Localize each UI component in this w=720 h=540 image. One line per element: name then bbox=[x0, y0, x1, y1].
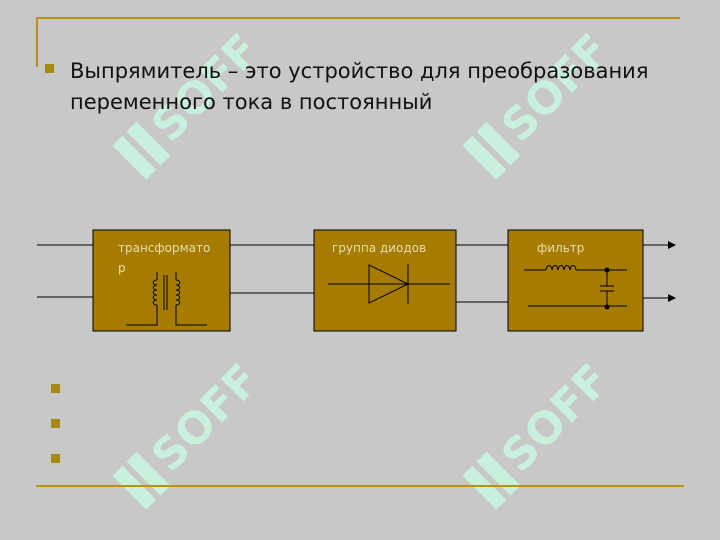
filter-node-bottom bbox=[604, 304, 610, 310]
bullet-empty-1 bbox=[51, 384, 60, 393]
output-arrow-top bbox=[668, 241, 676, 249]
main-text: Выпрямитель – это устройство для преобра… bbox=[70, 59, 649, 114]
watermark-logo-bar bbox=[476, 121, 521, 166]
watermark-logo-bar bbox=[126, 121, 171, 166]
diodes-block bbox=[313, 229, 457, 332]
frame-left-line bbox=[36, 17, 38, 67]
watermark-logo-bar bbox=[126, 451, 171, 496]
filter-label: фильтр bbox=[537, 241, 584, 255]
bullet-empty-3 bbox=[51, 454, 60, 463]
watermark-logo-bar bbox=[476, 451, 521, 496]
transformer-symbol bbox=[126, 272, 207, 326]
filter-block bbox=[507, 229, 644, 332]
watermark-logo-bar bbox=[112, 465, 157, 510]
output-arrow-bottom bbox=[668, 294, 676, 302]
watermark-logo-bar bbox=[462, 135, 507, 180]
frame-bottom-line bbox=[36, 485, 684, 487]
diode-symbol bbox=[328, 264, 450, 304]
transformer-label-line2: р bbox=[118, 261, 126, 275]
bullet-empty-2 bbox=[51, 419, 60, 428]
watermark-logo-bar bbox=[462, 465, 507, 510]
filter-symbol bbox=[524, 265, 627, 307]
bullet-main bbox=[45, 64, 54, 73]
watermark-logo-bar bbox=[112, 135, 157, 180]
frame-top-line bbox=[36, 17, 680, 19]
filter-node-top bbox=[604, 267, 610, 273]
diodes-label: группа диодов bbox=[332, 241, 426, 255]
transformer-block bbox=[92, 229, 231, 332]
transformer-label-line1: трансформато bbox=[118, 241, 210, 255]
